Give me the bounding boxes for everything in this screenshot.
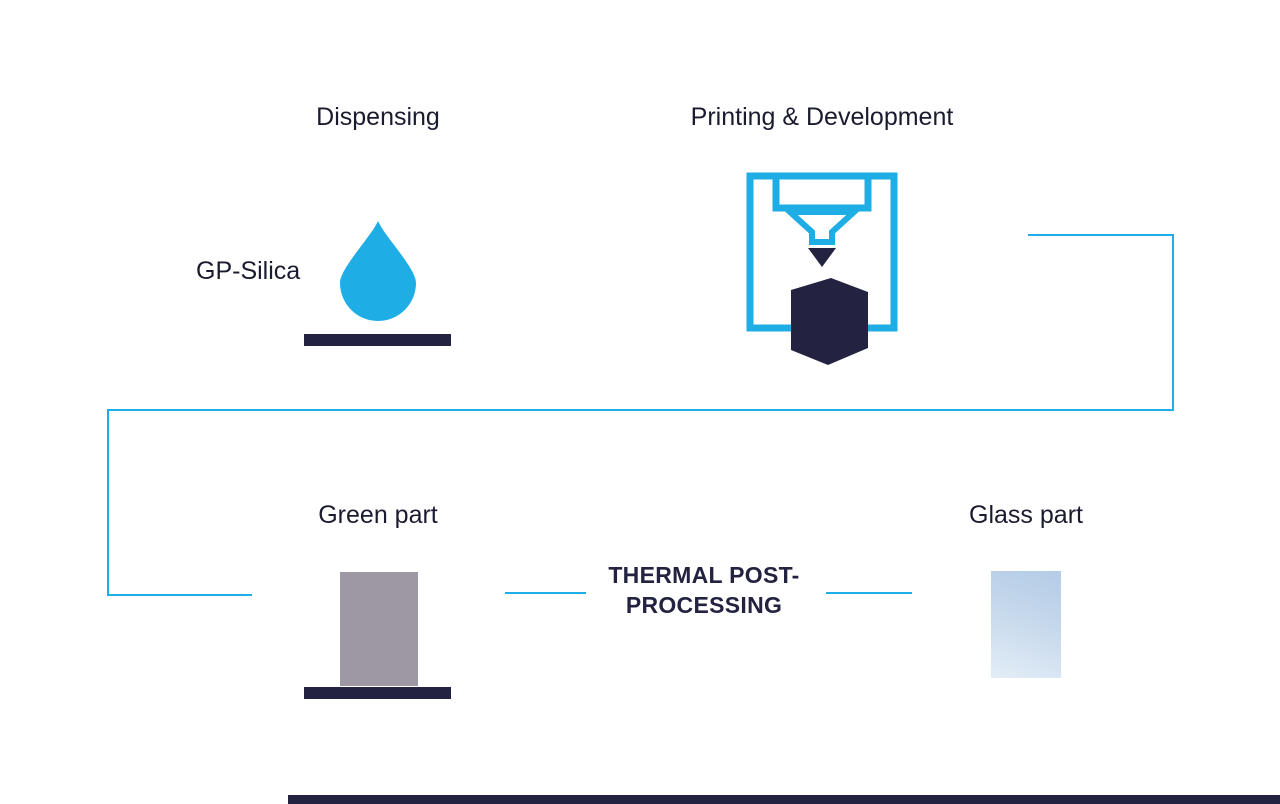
glass-part-shape: [991, 571, 1061, 678]
thermal-right-line: [826, 592, 912, 594]
green-part-label: Green part: [318, 501, 438, 529]
connector-bottom-left-horizontal: [107, 594, 252, 596]
droplet-icon: [340, 219, 416, 322]
glass-part-label: Glass part: [969, 501, 1083, 529]
bottom-cropped-bar: [288, 795, 1280, 804]
thermal-post-processing-label: THERMAL POST-PROCESSING: [608, 562, 800, 618]
connector-right-vertical: [1172, 234, 1174, 411]
connector-top-right-horizontal: [1028, 234, 1174, 236]
connector-middle-horizontal: [107, 409, 1174, 411]
gp-silica-label: GP-Silica: [196, 257, 301, 285]
connector-left-vertical: [107, 409, 109, 596]
dispensing-base-bar: [304, 334, 451, 346]
green-part-base-bar: [304, 687, 451, 699]
thermal-left-line: [505, 592, 586, 594]
dispensing-title: Dispensing: [316, 103, 440, 131]
3d-printer-icon: [746, 172, 898, 368]
printing-development-title: Printing & Development: [690, 103, 954, 131]
green-part-shape: [340, 572, 418, 686]
